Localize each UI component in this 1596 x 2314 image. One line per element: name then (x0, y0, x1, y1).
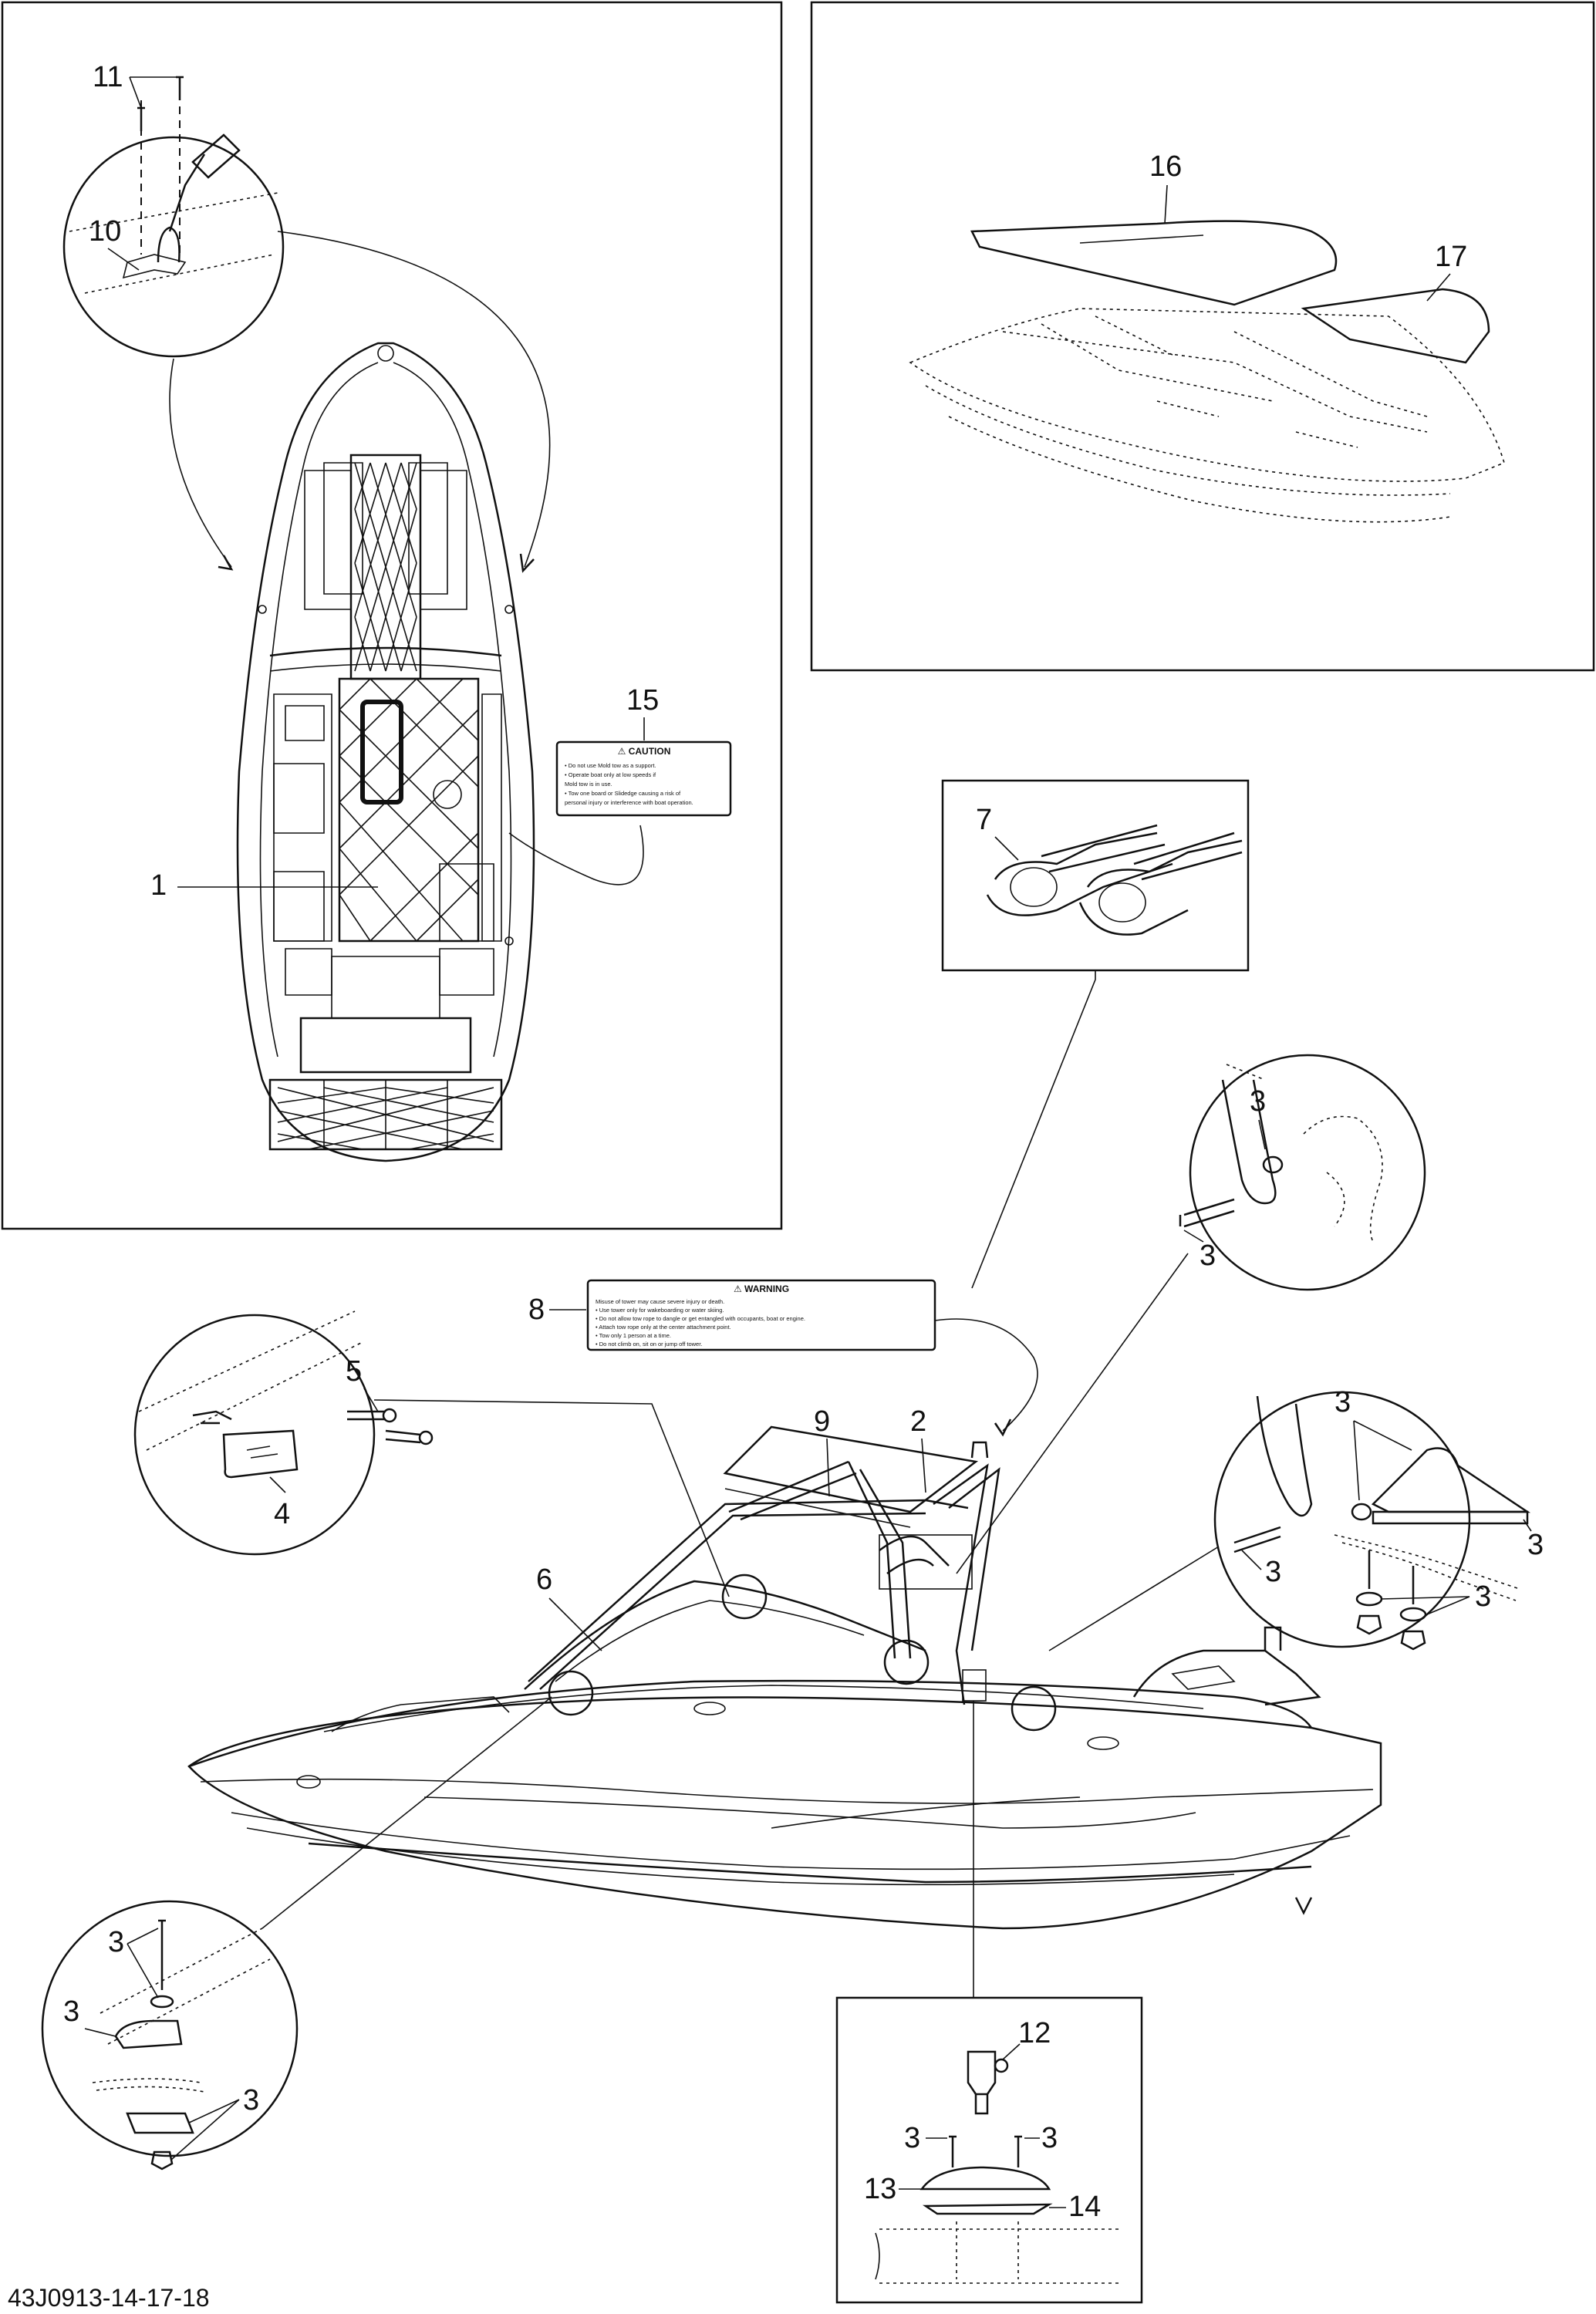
leader-7-to-tower (971, 970, 1096, 1289)
detail-circle-tow-eye (62, 76, 285, 358)
svg-text:Mold tow is in use.: Mold tow is in use. (565, 781, 612, 788)
leader-10 (107, 248, 140, 271)
callout-3-foot-d: 3 (1475, 1580, 1491, 1613)
arrow-right-to-hull (277, 231, 551, 568)
svg-text:personal injury or interferenc: personal injury or interference with boa… (565, 799, 693, 806)
panel-deck-frame (1, 1, 783, 1230)
callout-3-tower-top-b: 3 (1200, 1240, 1216, 1272)
callout-8: 8 (528, 1294, 545, 1326)
panel-deck-view: 11 10 (1, 1, 783, 1230)
svg-text:• Do not climb on, sit on or j: • Do not climb on, sit on or jump off to… (596, 1341, 702, 1348)
boat-side-view (187, 1425, 1382, 1930)
callout-7: 7 (976, 804, 992, 836)
detail-circle-mirror: 5 4 (133, 1310, 730, 1597)
detail-circle-tower-foot: 3 3 3 3 (1048, 1386, 1544, 1651)
detail-circle-bow-mount: 3 3 3 (41, 1696, 552, 2171)
callout-3-foot-b: 3 (1265, 1556, 1281, 1588)
leader-foot-to-boat (1048, 1546, 1220, 1651)
callout-3-foot-c: 3 (1527, 1529, 1544, 1561)
svg-text:• Do not allow tow rope to dan: • Do not allow tow rope to dangle or get… (596, 1315, 805, 1322)
panel-board-racks: 7 (941, 779, 1250, 1289)
leader-5 (363, 1388, 379, 1412)
callout-3-bow-a: 3 (108, 1926, 124, 1958)
leader-16 (1164, 184, 1168, 224)
callout-15: 15 (626, 684, 659, 717)
leader-3-foot-a (1353, 1420, 1412, 1501)
leader-3-foot-c (1523, 1519, 1532, 1532)
leader-3-bow-c (170, 2099, 240, 2161)
arrowhead-8 (994, 1418, 1012, 1437)
callout-3-bow-b: 3 (63, 1995, 79, 2028)
arrowhead-right (519, 553, 535, 573)
callout-5: 5 (346, 1355, 362, 1388)
leader-9 (826, 1438, 830, 1497)
callout-17: 17 (1435, 241, 1467, 273)
svg-text:⚠ CAUTION: ⚠ CAUTION (618, 746, 671, 757)
warning-decal: ⚠ WARNING Misuse of tower may cause seve… (586, 1279, 936, 1351)
callout-12: 12 (1018, 2017, 1051, 2049)
callout-6: 6 (536, 1563, 552, 1596)
arrow-left-to-hull (169, 358, 232, 568)
callout-11: 11 (93, 61, 123, 93)
leader-6 (548, 1597, 602, 1651)
caution-decal: ⚠ CAUTION • Do not use Mold tow as a sup… (555, 740, 732, 817)
leader-3-tower-top-a (1258, 1119, 1266, 1150)
callout-3-tower-top-a: 3 (1250, 1085, 1266, 1118)
leader-3-foot-d (1380, 1596, 1470, 1615)
callout-14: 14 (1068, 2191, 1101, 2223)
callout-3-bow-c: 3 (243, 2084, 259, 2117)
panel-covers: 16 17 (810, 1, 1595, 672)
leader-3-foot-b (1241, 1550, 1262, 1570)
figure-code: 43J0913-14-17-18 (8, 2284, 210, 2312)
svg-text:Misuse of tower may cause seve: Misuse of tower may cause severe injury … (596, 1298, 724, 1305)
callout-16: 16 (1149, 150, 1182, 183)
callout-10: 10 (89, 215, 121, 248)
svg-text:• Tow one board or Slidedge ca: • Tow one board or Slidedge causing a ri… (565, 790, 681, 797)
panel-covers-frame (810, 1, 1595, 672)
callout-2: 2 (910, 1405, 926, 1438)
leader-11 (129, 76, 177, 109)
svg-text:• Attach tow rope only at the: • Attach tow rope only at the center att… (596, 1324, 731, 1331)
svg-text:• Operate boat only at low spe: • Operate boat only at low speeds if (565, 771, 656, 778)
callout-3-foot-a: 3 (1334, 1386, 1351, 1418)
panel-tow-pylon-frame (835, 1996, 1143, 2304)
svg-text:• Use tower only for wakeboard: • Use tower only for wakeboarding or wat… (596, 1307, 724, 1314)
leader-15-to-boat (508, 825, 644, 885)
arrowhead-left (218, 555, 234, 571)
callout-9: 9 (814, 1405, 830, 1438)
leader-8-to-tower (934, 1318, 1038, 1432)
cover-part-17 (1301, 288, 1490, 364)
panel-tow-pylon: 12 3 3 13 14 (835, 1701, 1143, 2304)
callout-4: 4 (274, 1498, 290, 1530)
svg-text:⚠ WARNING: ⚠ WARNING (734, 1283, 789, 1294)
leader-bow-to-boat (262, 1696, 552, 1929)
leader-4 (269, 1476, 286, 1493)
cover-part-16 (970, 220, 1338, 306)
leader-mirror-to-boat (373, 1399, 730, 1597)
leader-3-tower-top-b (1183, 1230, 1204, 1243)
callout-3-pylon-b: 3 (1041, 2122, 1058, 2154)
leader-7 (994, 836, 1019, 861)
svg-text:• Tow only 1 person at a time.: • Tow only 1 person at a time. (596, 1332, 671, 1339)
boat-outline-dotted (909, 308, 1505, 523)
leader-detail-to-tower (956, 1253, 1189, 1574)
leader-3-bow-a (127, 1928, 159, 1999)
svg-text:• Do not use Mold tow as a sup: • Do not use Mold tow as a support. (565, 762, 656, 769)
leader-17 (1426, 273, 1451, 302)
boat-top-view (236, 342, 535, 1162)
callout-13: 13 (864, 2173, 896, 2205)
detail-circle-tower-top: 3 3 (956, 1054, 1426, 1574)
leader-2 (921, 1438, 926, 1493)
leader-12 (1002, 2043, 1021, 2060)
callout-3-pylon-a: 3 (904, 2122, 920, 2154)
leader-3-bow-b (84, 2028, 116, 2037)
callout-1: 1 (150, 869, 167, 902)
